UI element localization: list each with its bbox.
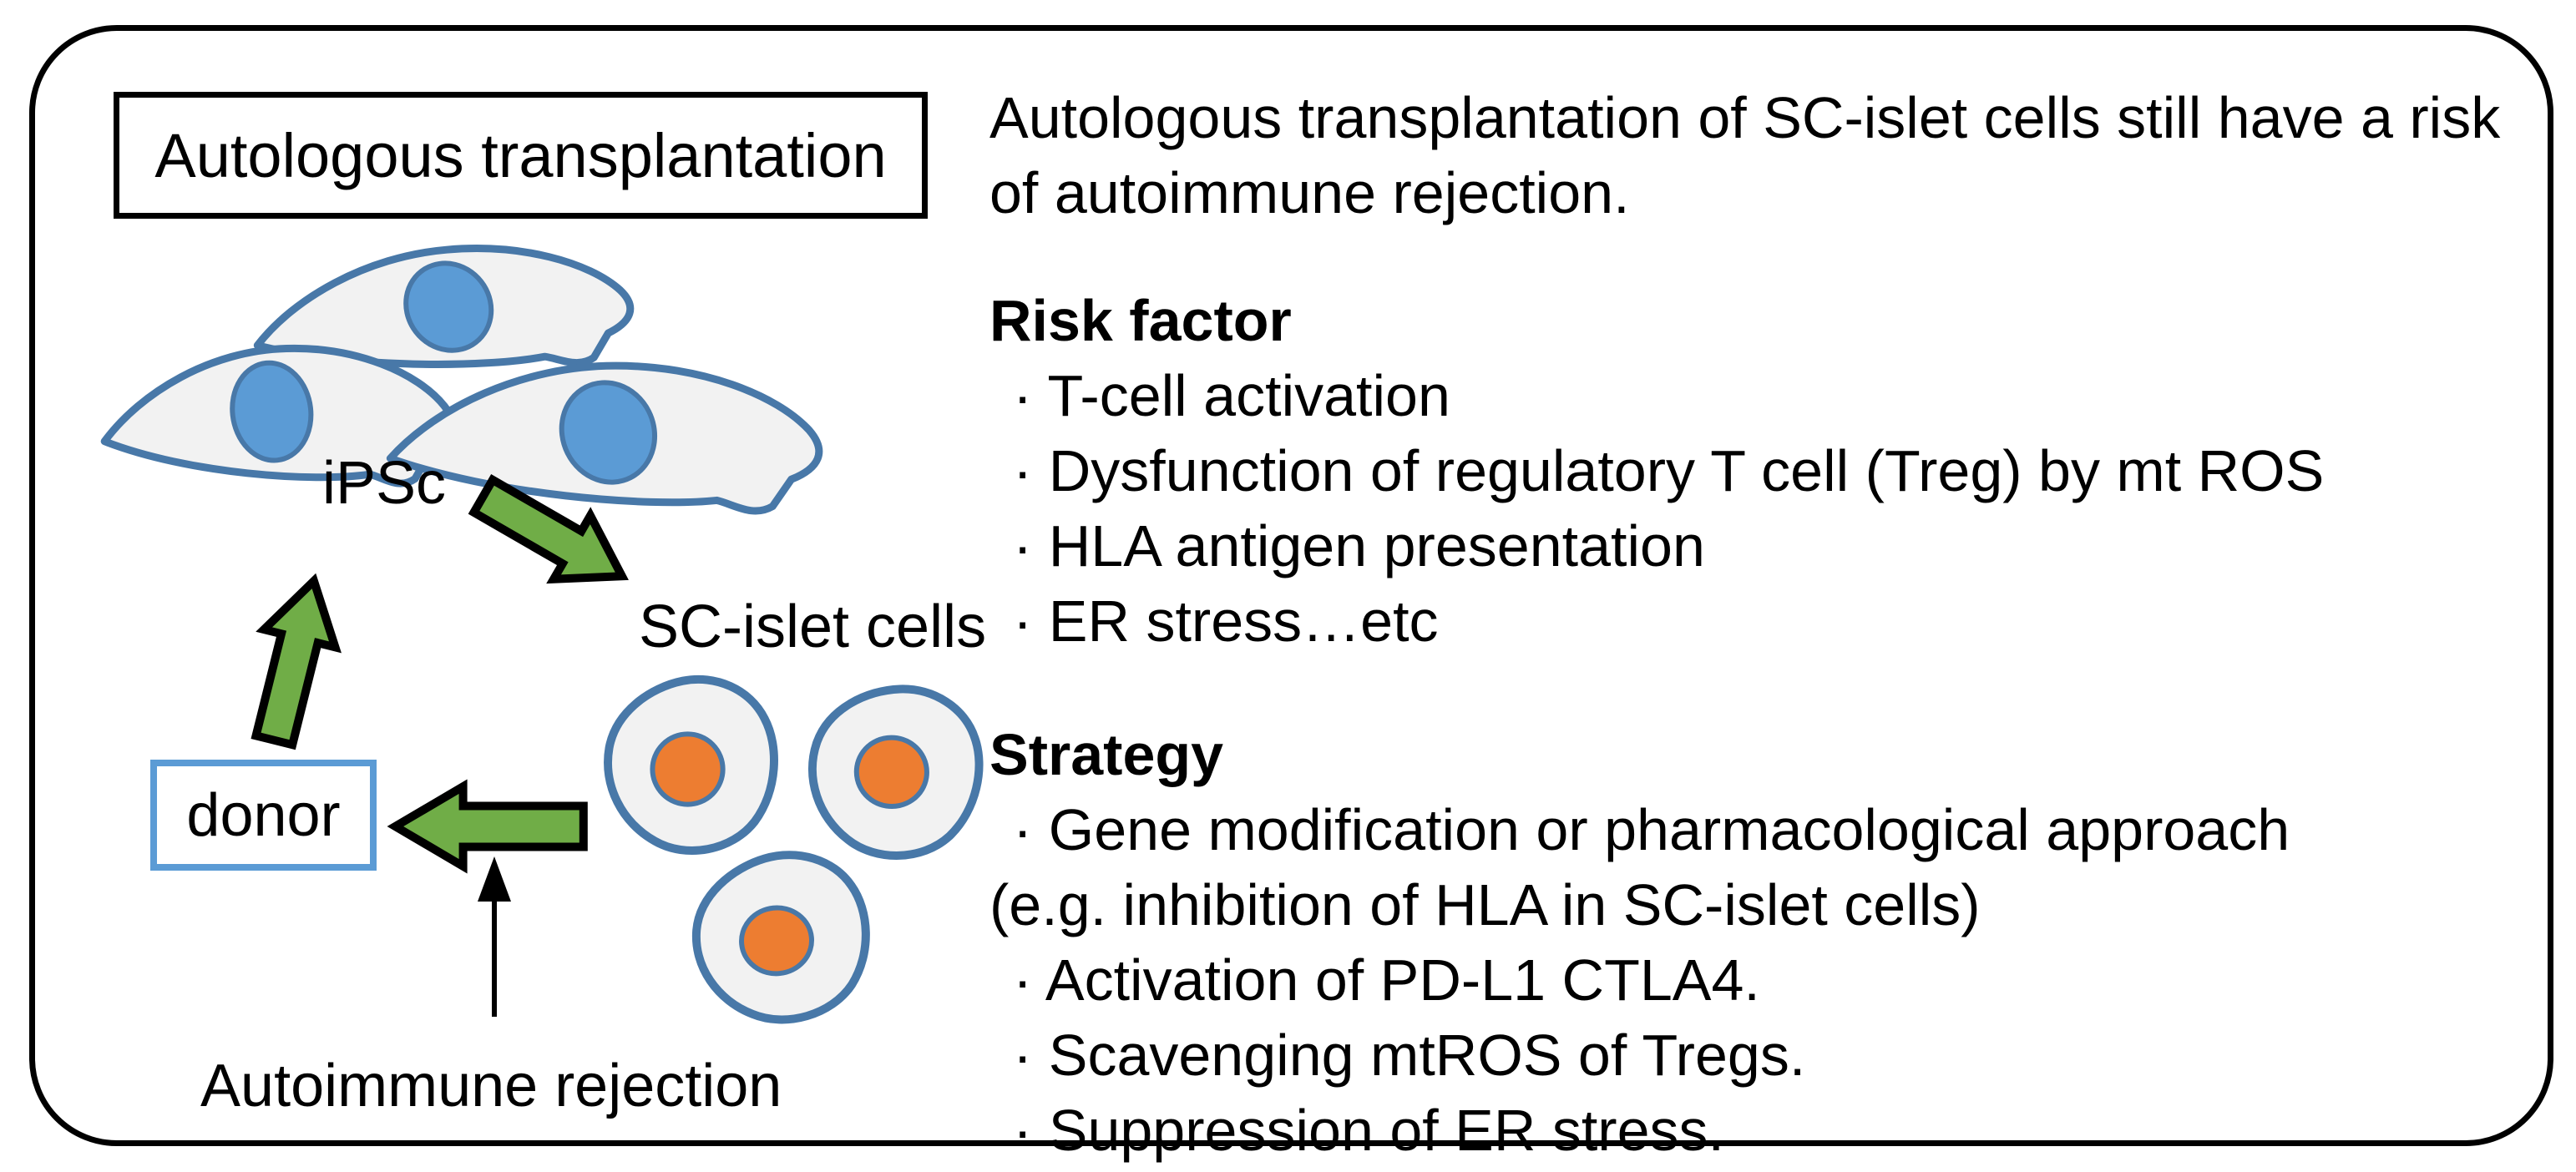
risk-factor-item: · Dysfunction of regulatory T cell (Treg… xyxy=(1013,438,2325,503)
intro-line-1: Autologous transplantation of SC-islet c… xyxy=(989,85,2501,150)
autoimmune-rejection-label: Autoimmune rejection xyxy=(200,1053,782,1119)
donor-label: donor xyxy=(186,781,341,849)
ipsc-label: iPSc xyxy=(321,450,447,517)
strategy-heading: Strategy xyxy=(989,722,1224,787)
strategy-item: · Activation of PD-L1 CTLA4. xyxy=(1013,947,1760,1013)
sc-islet-label: SC-islet cells xyxy=(639,594,987,660)
sc-islet-cell-icon xyxy=(591,669,787,866)
sc-islet-cell-icon xyxy=(781,664,1005,884)
strategy-item: · Scavenging mtROS of Tregs. xyxy=(1013,1023,1806,1088)
risk-factor-heading: Risk factor xyxy=(989,288,1292,353)
description-panel: Autologous transplantation of SC-islet c… xyxy=(989,80,2559,1168)
intro-line-2: of autoimmune rejection. xyxy=(989,160,1630,225)
ipsc-cell-icon xyxy=(94,331,475,508)
sc-islet-cell-icon xyxy=(671,836,889,1044)
arrow-islet-to-donor-icon xyxy=(390,785,586,868)
title-box-label: Autologous transplantation xyxy=(154,120,887,190)
risk-factor-item: · HLA antigen presentation xyxy=(1013,513,1705,578)
donor-box: donor xyxy=(150,760,377,871)
strategy-item: (e.g. inhibition of HLA in SC-islet cell… xyxy=(989,872,1981,937)
ipsc-cell-icon xyxy=(244,234,654,394)
strategy-item: · Suppression of ER stress. xyxy=(1013,1098,1724,1163)
ipsc-cell-icon xyxy=(376,343,848,538)
autoimmune-rejection-arrow-icon xyxy=(478,856,511,1017)
title-box: Autologous transplantation xyxy=(114,92,928,219)
arrow-donor-to-ipsc-icon xyxy=(236,567,352,751)
arrow-ipsc-to-islet-icon xyxy=(462,462,645,612)
risk-factor-item: · ER stress…etc xyxy=(1013,589,1439,654)
strategy-item: · Gene modification or pharmacological a… xyxy=(1013,797,2290,862)
risk-factor-item: · T-cell activation xyxy=(1013,363,1450,428)
